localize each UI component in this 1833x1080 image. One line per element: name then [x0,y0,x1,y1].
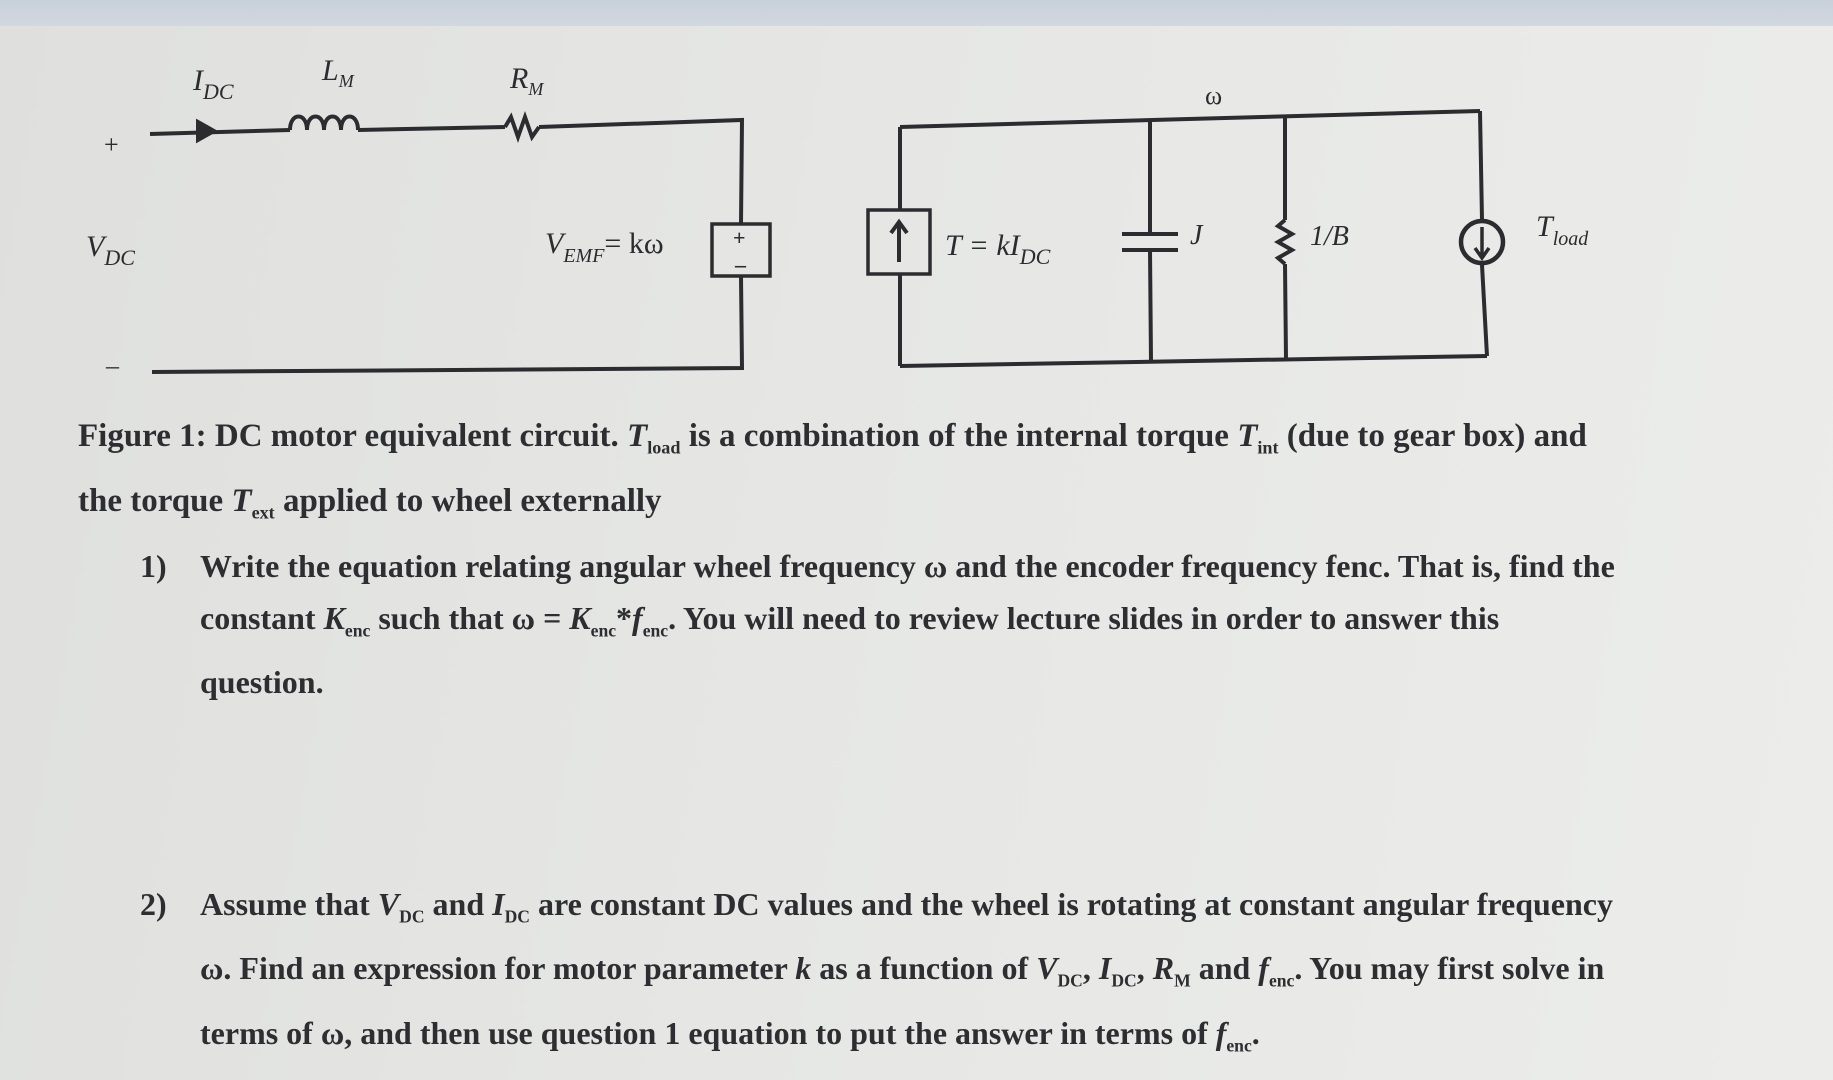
source-to-bottom-wire [151,275,745,374]
top-wire-left [149,128,291,136]
question-text: Assume that VDC and IDC are constant DC … [200,886,1613,1056]
l-m-label: LM [321,54,355,91]
document-page [0,26,1833,1080]
emf-source-plus: + [733,225,746,250]
question-number: 2) [140,886,167,922]
emf-source-minus: – [734,252,747,277]
minus-terminal-label: – [105,351,120,380]
i-dc-label: IDC [192,64,234,104]
top-wire-right [538,117,745,225]
v-dc-label: VDC [86,230,135,270]
mid-wire [357,125,506,132]
question-text: Write the equation relating angular whee… [200,548,1615,701]
question-1: 1) Write the equation relating angular w… [140,540,1620,708]
capacitor-icon [1122,232,1178,252]
r-m-label: RM [509,62,544,99]
mech-bottom-wire [899,354,1488,368]
capacitor-branch-bottom [1148,249,1153,362]
resistor-icon [503,110,541,144]
v-emf-label: VEMF= kω [545,227,664,267]
load-torque-source-icon [1458,218,1506,266]
torque-source-arrow-icon [889,218,909,262]
resistor-vertical-icon [1273,218,1297,266]
emf-source-box [710,222,772,278]
load-torque-arrow-icon [1473,227,1491,262]
mech-right-wire-bottom [1480,264,1489,357]
resistor-branch-bottom [1283,263,1288,360]
dc-motor-circuit-diagram: IDC LM RM + – VDC VEMF= kω + – ω T = kID… [86,54,1589,380]
mech-top-wire [899,109,1481,129]
question-number: 1) [140,548,167,584]
mechanical-circuit [866,109,1506,368]
mech-right-wire-top [1478,110,1484,221]
figure-caption: Figure 1: DC motor equivalent circuit. T… [78,418,1587,523]
damping-inv-b-label: 1/B [1310,221,1349,252]
inertia-j-label: J [1190,220,1204,251]
inductor-icon [288,114,360,131]
plus-terminal-label: + [104,130,119,159]
torque-equation-label: T = kIDC [945,229,1051,269]
question-2: 2) Assume that VDC and IDC are constant … [140,878,1620,1071]
electrical-circuit [149,110,772,374]
current-arrow-icon [196,118,219,144]
t-load-label: Tload [1536,210,1589,250]
omega-label: ω [1205,81,1222,110]
torque-current-source-box [866,208,932,276]
